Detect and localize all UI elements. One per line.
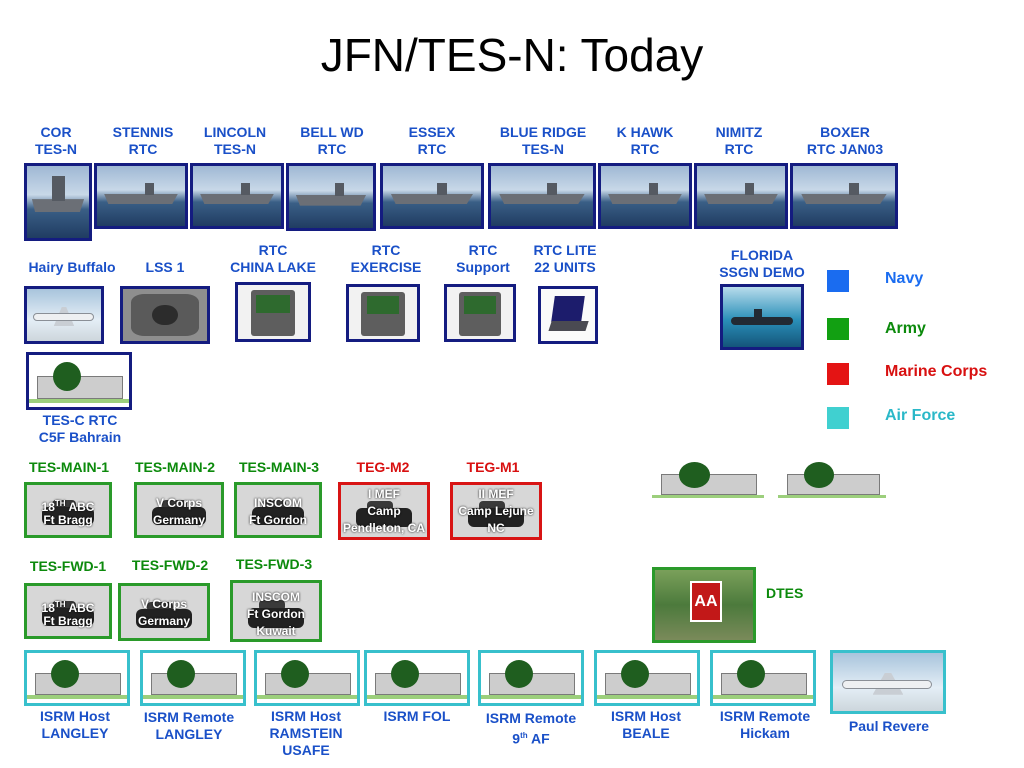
box-teg-m1-line2: Camp Lejune	[458, 504, 534, 518]
box-tes-main-1-line1: 18TH ABC	[41, 499, 95, 514]
box-tes-main-2-line2: Germany	[152, 513, 206, 527]
title-tes-main-3: TES-MAIN-3	[238, 459, 320, 475]
legend-swatch-army	[827, 318, 849, 340]
dtes-sign-text: AA	[694, 593, 718, 611]
box-tes-fwd-1-line1: 18TH ABC	[41, 600, 95, 615]
image-isrm-host-ramstein	[254, 650, 360, 706]
label-paul-revere: Paul Revere	[848, 718, 930, 734]
title-tes-fwd-1: TES-FWD-1	[29, 558, 107, 574]
page-title: JFN/TES-N: Today	[320, 29, 704, 81]
legend-label-marine-corps: Marine Corps	[885, 363, 988, 380]
image-isrm-fol	[364, 650, 470, 706]
building-image-1	[652, 456, 764, 502]
box-tes-fwd-1: 18TH ABC Ft Bragg	[24, 583, 112, 639]
box-tes-main-1-line2: Ft Bragg	[43, 513, 93, 527]
box-tes-fwd-1-line2: Ft Bragg	[43, 614, 93, 628]
image-isrm-remote-langley	[140, 650, 246, 706]
box-teg-m2-line3: Pendleton, CA	[342, 521, 425, 535]
image-rtc-lite-laptop	[538, 286, 598, 344]
box-tes-main-3-line2: Ft Gordon	[249, 513, 307, 527]
box-tes-main-2-line1: V Corps	[155, 496, 202, 510]
legend-swatch-air-force	[827, 407, 849, 429]
title-teg-m2: TEG-M2	[356, 459, 410, 475]
image-rtc-china-lake	[235, 282, 311, 342]
label-lss1: LSS 1	[145, 259, 185, 275]
box-teg-m2: I MEF Camp Pendleton, CA	[338, 482, 430, 540]
legend-swatch-marine-corps	[827, 363, 849, 385]
building-image-2	[778, 456, 886, 502]
box-tes-main-2: V Corps Germany	[134, 482, 224, 538]
ship-image-lincoln	[190, 163, 284, 229]
legend-swatch-navy	[827, 270, 849, 292]
box-tes-fwd-3-line1: INSCOM	[252, 590, 300, 604]
image-rtc-exercise	[346, 284, 420, 342]
label-hairy-buffalo: Hairy Buffalo	[28, 259, 116, 275]
ship-image-stennis	[94, 163, 188, 229]
image-isrm-remote-hickam	[710, 650, 816, 706]
image-tes-c-building	[26, 352, 132, 410]
box-tes-main-3-line1: INSCOM	[254, 496, 302, 510]
box-tes-fwd-3-line2: Ft Gordon	[247, 607, 305, 621]
image-paul-revere	[830, 650, 946, 714]
title-tes-main-2: TES-MAIN-2	[134, 459, 216, 475]
ship-image-blue-ridge	[488, 163, 596, 229]
title-teg-m1: TEG-M1	[466, 459, 520, 475]
box-teg-m1: II MEF Camp Lejune NC	[450, 482, 542, 540]
box-teg-m1-line3: NC	[487, 521, 505, 535]
box-teg-m1-line1: II MEF	[478, 487, 514, 501]
box-tes-fwd-2: V Corps Germany	[118, 583, 210, 641]
image-florida-submarine	[720, 284, 804, 350]
ship-image-k-hawk	[598, 163, 692, 229]
legend-label-air-force: Air Force	[885, 407, 956, 424]
box-tes-main-1: 18TH ABC Ft Bragg	[24, 482, 112, 538]
image-isrm-host-langley	[24, 650, 130, 706]
label-isrm-fol: ISRM FOL	[383, 708, 451, 724]
label-dtes: DTES	[766, 585, 804, 601]
ship-image-boxer	[790, 163, 898, 229]
title-tes-fwd-2: TES-FWD-2	[131, 557, 209, 573]
ship-image-bell-wd	[286, 163, 376, 231]
image-hairy-buffalo	[24, 286, 104, 344]
image-isrm-remote-9th-af	[478, 650, 584, 706]
image-dtes: AA	[652, 567, 756, 643]
ship-image-essex	[380, 163, 484, 229]
legend-label-army: Army	[885, 320, 926, 337]
title-tes-fwd-3: TES-FWD-3	[235, 556, 313, 572]
box-tes-fwd-2-line1: V Corps	[140, 597, 187, 611]
box-tes-main-3: INSCOM Ft Gordon	[234, 482, 322, 538]
ship-image-cor	[24, 163, 92, 241]
box-teg-m2-line1: I MEF	[368, 487, 400, 501]
box-teg-m2-line2: Camp	[367, 504, 401, 518]
box-tes-fwd-3: INSCOM Ft Gordon Kuwait	[230, 580, 322, 642]
image-rtc-support	[444, 284, 516, 342]
legend-label-navy: Navy	[885, 270, 924, 287]
title-tes-main-1: TES-MAIN-1	[28, 459, 110, 475]
image-lss1	[120, 286, 210, 344]
ship-image-nimitz	[694, 163, 788, 229]
box-tes-fwd-2-line2: Germany	[137, 614, 191, 628]
image-isrm-host-beale	[594, 650, 700, 706]
box-tes-fwd-3-line3: Kuwait	[256, 624, 296, 638]
